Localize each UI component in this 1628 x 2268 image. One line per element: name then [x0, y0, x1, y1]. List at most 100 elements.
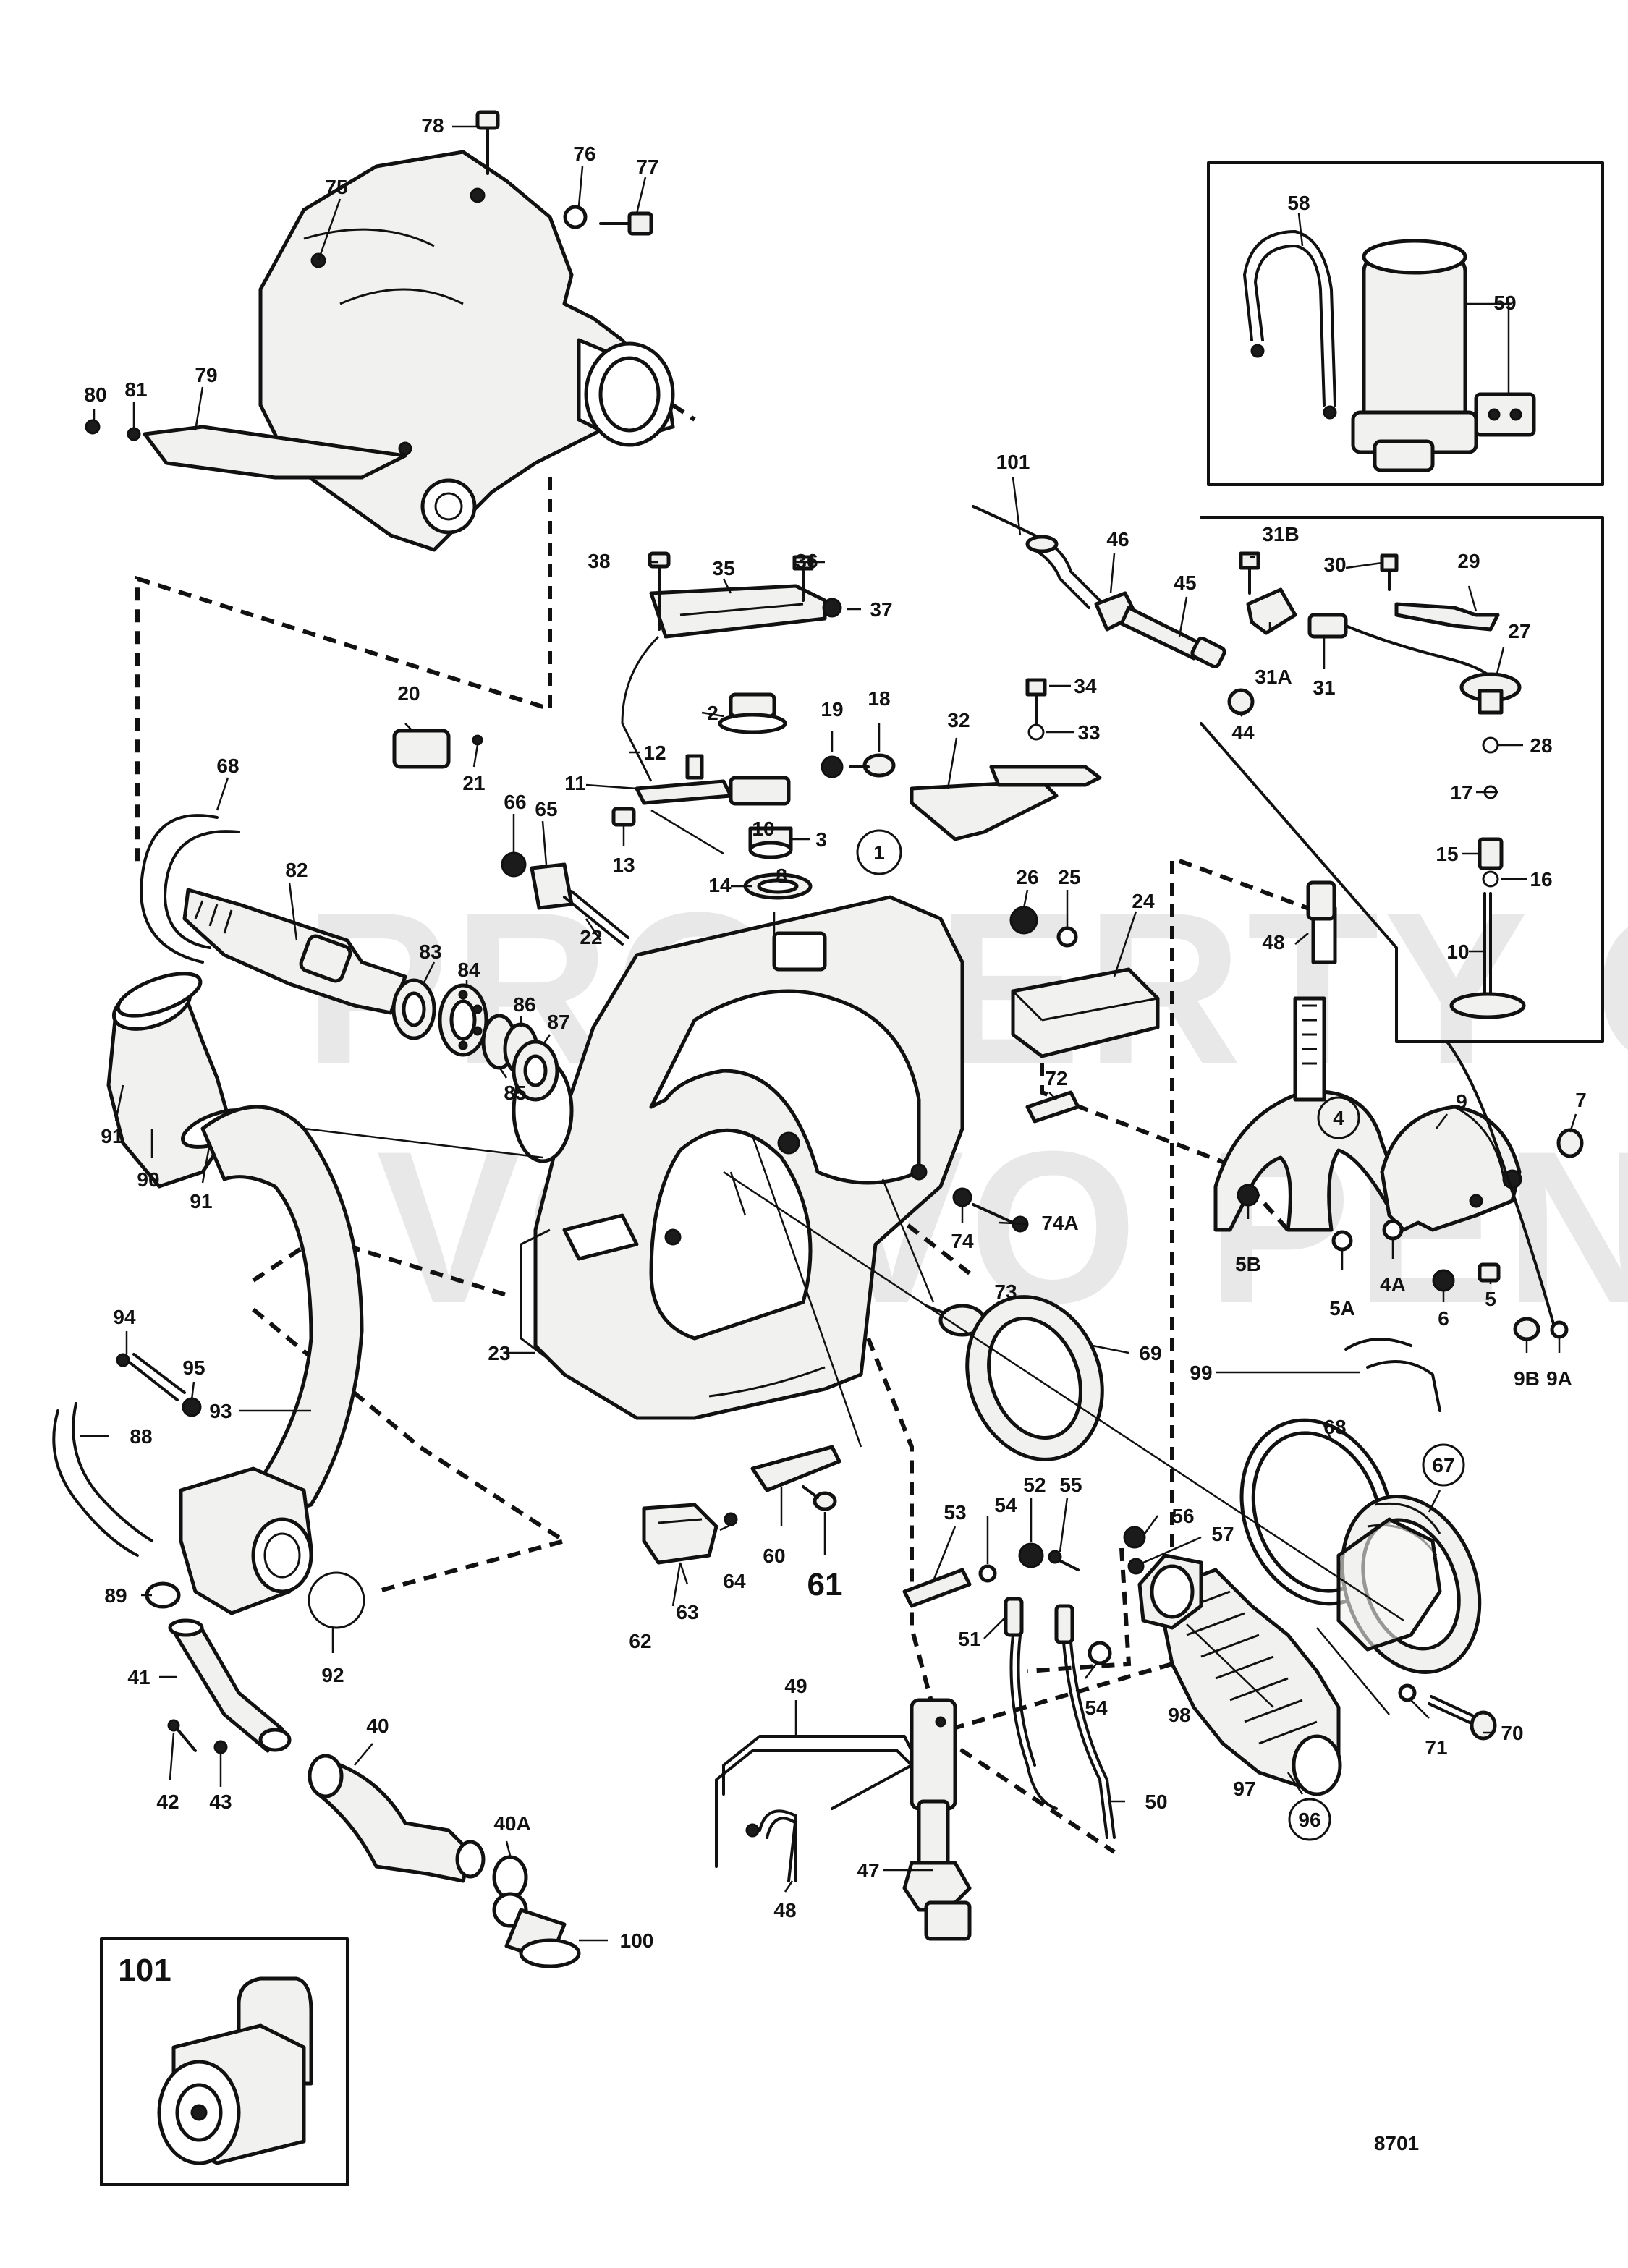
callout-ring-67: [1422, 1443, 1465, 1487]
link-47-49: [831, 1764, 913, 1810]
callout-93: 93: [209, 1400, 232, 1422]
callout-28: 28: [1530, 734, 1552, 757]
washer-9A: [1550, 1320, 1569, 1339]
callout-68-right: 68: [1323, 1416, 1346, 1438]
callout-87: 87: [547, 1011, 569, 1033]
callout-64: 64: [723, 1570, 746, 1592]
callout-9A: 9A: [1546, 1367, 1572, 1390]
callout-54b: 54: [1085, 1696, 1108, 1719]
callout-92: 92: [321, 1664, 344, 1686]
callout-4: 4: [1333, 1107, 1344, 1129]
callout-12: 12: [643, 742, 666, 764]
callout-83: 83: [419, 940, 441, 963]
callout-9B: 9B: [1514, 1367, 1540, 1390]
bracket-31A: [1246, 587, 1297, 635]
callout-22: 22: [580, 926, 602, 948]
callout-6: 6: [1438, 1307, 1449, 1330]
seal-14: [743, 872, 813, 900]
cable-58: [1243, 230, 1337, 420]
screw-13: [611, 807, 636, 827]
callout-66: 66: [504, 791, 526, 813]
inset-box-58-59: [1207, 161, 1604, 486]
callout-74A: 74A: [1041, 1212, 1078, 1234]
callout-86: 86: [513, 993, 535, 1016]
callout-99: 99: [1190, 1362, 1212, 1384]
screw-31B: [1239, 551, 1260, 595]
drawing-number: 8701: [1374, 2132, 1419, 2154]
callout-50: 50: [1145, 1791, 1167, 1813]
callout-68: 68: [216, 755, 239, 777]
callout-3: 3: [815, 828, 827, 851]
washer-25: [1056, 926, 1078, 948]
pipe-41: [168, 1618, 292, 1753]
callout-60: 60: [763, 1545, 785, 1567]
hose-clamp-91-top: [116, 972, 203, 1018]
link-12: [621, 635, 660, 782]
callout-58: 58: [1287, 192, 1310, 214]
pin-72: [1025, 1090, 1080, 1124]
inset-box-27-31: [1200, 516, 1604, 1043]
shaft-10-inset: [1449, 892, 1526, 1019]
washer-81: [127, 427, 141, 441]
callout-89: 89: [104, 1584, 127, 1607]
callout-91-top: 91: [101, 1125, 123, 1147]
callout-69: 69: [1139, 1342, 1161, 1364]
hose-50: [1009, 1634, 1116, 1839]
callout-94: 94: [113, 1306, 136, 1328]
nut-52: [1018, 1542, 1044, 1568]
screw-30: [1380, 553, 1399, 591]
callout-74: 74: [951, 1230, 974, 1252]
callout-9: 9: [1456, 1090, 1467, 1113]
leader-67-bellows: [1316, 1627, 1390, 1715]
nut-6: [1432, 1269, 1455, 1292]
bolt-18: [849, 753, 896, 778]
callout-7: 7: [1575, 1089, 1587, 1111]
motor-59: [1351, 239, 1478, 472]
stud-22: [563, 890, 629, 946]
callout-13: 13: [612, 854, 635, 876]
block-24: [1011, 967, 1160, 1058]
bracket-62-63: [642, 1503, 718, 1565]
callout-45: 45: [1174, 572, 1196, 594]
bracket-32: [910, 765, 1102, 841]
callout-59: 59: [1493, 292, 1516, 314]
washer-71: [1398, 1683, 1417, 1702]
callout-4A: 4A: [1380, 1273, 1406, 1296]
sensor-27: [1459, 672, 1522, 715]
callout-40: 40: [366, 1715, 389, 1737]
callout-54: 54: [994, 1494, 1017, 1516]
callout-17: 17: [1450, 781, 1472, 804]
callout-ring-1: [856, 829, 902, 875]
intermediate-housing-1: [520, 895, 964, 1420]
fitting-100: [504, 1908, 581, 1968]
watermark: PROPERTY OF VOLVO PENTA: [304, 867, 1628, 1349]
callout-96: 96: [1298, 1809, 1320, 1831]
screw-80: [85, 419, 101, 435]
callout-75: 75: [325, 176, 347, 198]
pipe-48: [745, 1809, 797, 1882]
callout-46: 46: [1106, 528, 1129, 551]
cable-101: [972, 505, 1101, 609]
reference-line-shaft: [723, 1171, 1404, 1622]
callout-97: 97: [1233, 1778, 1255, 1800]
screw-61: [802, 1485, 837, 1511]
reference-line-73: [881, 1178, 935, 1303]
inset-box-101: [100, 1937, 349, 2186]
hose-88: [52, 1402, 153, 1557]
hose-51: [1004, 1597, 1074, 1644]
callout-44: 44: [1231, 721, 1255, 744]
callout-10-inset: 10: [1446, 940, 1469, 963]
callout-18: 18: [868, 687, 890, 710]
callout-5: 5: [1485, 1288, 1496, 1310]
callout-48: 48: [773, 1899, 796, 1921]
callout-19: 19: [821, 698, 843, 721]
lever-11: [635, 754, 791, 806]
callout-40A: 40A: [493, 1812, 530, 1835]
nut-5B: [1237, 1184, 1260, 1207]
hose-clamp-99: [1344, 1338, 1441, 1412]
callout-84: 84: [457, 959, 480, 981]
plate-8: [772, 931, 827, 972]
callout-42: 42: [156, 1791, 179, 1813]
callout-76: 76: [573, 143, 595, 165]
callout-38: 38: [588, 550, 610, 572]
